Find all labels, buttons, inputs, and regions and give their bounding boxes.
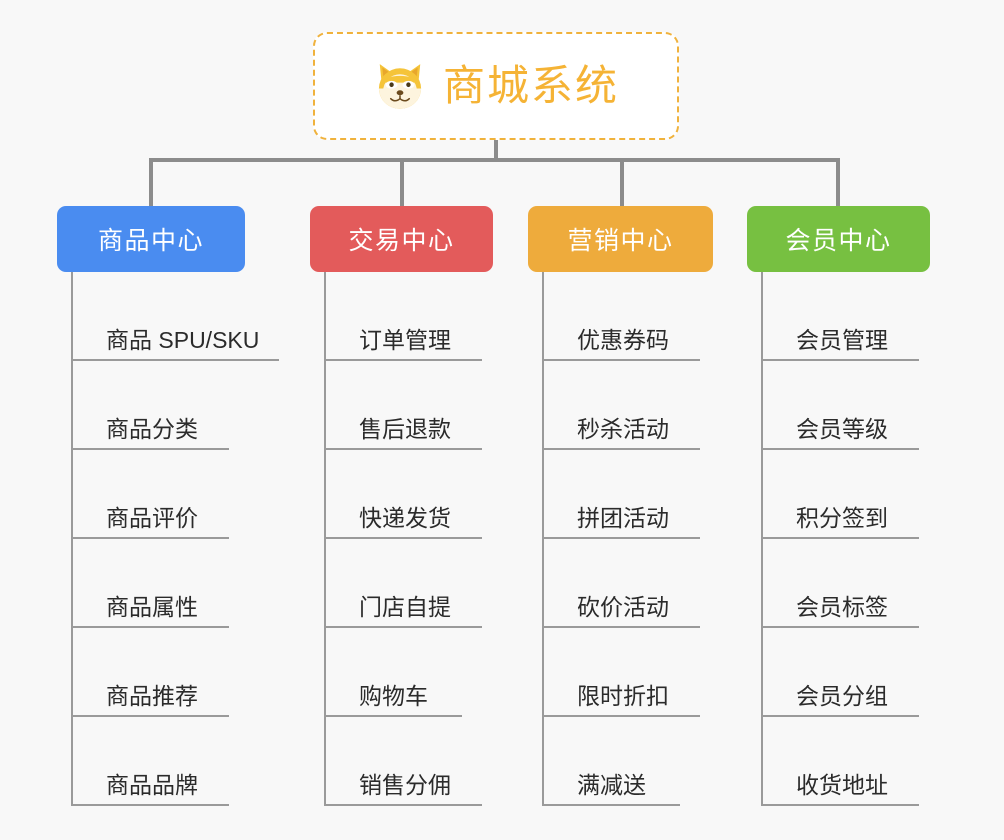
leaf-label: 售后退款	[359, 415, 451, 442]
branch-member-center: 会员中心 会员管理 会员等级 积分签到 会员标签 会员分组 收货地址	[747, 206, 930, 806]
leaf-item[interactable]: 拼团活动	[544, 450, 700, 539]
leaf-label: 砍价活动	[577, 593, 669, 620]
tree-spine-trade-center	[324, 272, 326, 806]
leaf-item[interactable]: 售后退款	[326, 361, 482, 450]
leaf-item[interactable]: 销售分佣	[326, 717, 482, 806]
tree-spine-product-center	[71, 272, 73, 806]
leaf-label: 会员标签	[796, 593, 888, 620]
leaf-item[interactable]: 收货地址	[763, 717, 919, 806]
leaf-label: 订单管理	[359, 326, 451, 353]
leaf-item[interactable]: 购物车	[326, 628, 462, 717]
leaf-list-product-center: 商品 SPU/SKU 商品分类 商品评价 商品属性 商品推荐 商品品牌	[57, 272, 279, 806]
leaf-item[interactable]: 商品评价	[73, 450, 229, 539]
leaf-list-marketing-center: 优惠券码 秒杀活动 拼团活动 砍价活动 限时折扣 满减送	[528, 272, 713, 806]
leaf-item[interactable]: 商品分类	[73, 361, 229, 450]
leaf-item[interactable]: 会员分组	[763, 628, 919, 717]
root-node-content: 商城系统	[373, 59, 619, 113]
connector-drop-marketing-center	[620, 158, 624, 208]
shiba-dog-icon	[378, 64, 422, 109]
leaf-label: 购物车	[359, 682, 428, 709]
branch-trade-center: 交易中心 订单管理 售后退款 快递发货 门店自提 购物车 销售分佣	[310, 206, 493, 806]
leaf-label: 积分签到	[796, 504, 888, 531]
leaf-item[interactable]: 商品 SPU/SKU	[73, 272, 279, 361]
leaf-item[interactable]: 会员标签	[763, 539, 919, 628]
leaf-item[interactable]: 优惠券码	[544, 272, 700, 361]
category-label-member-center: 会员中心	[785, 227, 892, 255]
category-label-trade-center: 交易中心	[348, 227, 455, 255]
leaf-item[interactable]: 会员管理	[763, 272, 919, 361]
leaf-item[interactable]: 商品属性	[73, 539, 229, 628]
leaf-label: 优惠券码	[577, 326, 669, 353]
leaf-item[interactable]: 秒杀活动	[544, 361, 700, 450]
root-node[interactable]: 商城系统	[313, 32, 679, 140]
leaf-label: 商品 SPU/SKU	[106, 326, 260, 353]
leaf-item[interactable]: 商品品牌	[73, 717, 229, 806]
tree-spine-marketing-center	[542, 272, 544, 806]
leaf-item[interactable]: 快递发货	[326, 450, 482, 539]
tree-spine-member-center	[761, 272, 763, 806]
branch-product-center: 商品中心 商品 SPU/SKU 商品分类 商品评价 商品属性 商品推荐 商品品牌	[57, 206, 279, 806]
leaf-item[interactable]: 限时折扣	[544, 628, 700, 717]
leaf-label: 限时折扣	[577, 682, 669, 709]
category-box-product-center[interactable]: 商品中心	[57, 206, 245, 272]
category-label-marketing-center: 营销中心	[567, 227, 674, 255]
leaf-label: 商品分类	[106, 415, 198, 442]
connector-drop-product-center	[149, 158, 153, 208]
leaf-label: 收货地址	[796, 771, 888, 798]
leaf-label: 商品评价	[106, 504, 198, 531]
leaf-label: 会员等级	[796, 415, 888, 442]
leaf-item[interactable]: 会员等级	[763, 361, 919, 450]
connector-drop-member-center	[836, 158, 840, 208]
root-title: 商城系统	[442, 62, 619, 109]
leaf-item[interactable]: 积分签到	[763, 450, 919, 539]
leaf-item[interactable]: 门店自提	[326, 539, 482, 628]
leaf-list-trade-center: 订单管理 售后退款 快递发货 门店自提 购物车 销售分佣	[310, 272, 493, 806]
branch-marketing-center: 营销中心 优惠券码 秒杀活动 拼团活动 砍价活动 限时折扣 满减送	[528, 206, 713, 806]
leaf-list-member-center: 会员管理 会员等级 积分签到 会员标签 会员分组 收货地址	[747, 272, 930, 806]
leaf-label: 会员分组	[796, 682, 888, 709]
leaf-item[interactable]: 砍价活动	[544, 539, 700, 628]
leaf-item[interactable]: 订单管理	[326, 272, 482, 361]
leaf-label: 商品推荐	[106, 682, 198, 709]
leaf-label: 拼团活动	[577, 504, 669, 531]
leaf-label: 商品属性	[106, 593, 198, 620]
category-label-product-center: 商品中心	[97, 227, 204, 255]
leaf-label: 会员管理	[796, 326, 888, 353]
connector-drop-trade-center	[400, 158, 404, 208]
connector-horizontal-bus	[149, 158, 840, 162]
leaf-item[interactable]: 商品推荐	[73, 628, 229, 717]
connector-root-stem	[494, 140, 498, 160]
category-box-trade-center[interactable]: 交易中心	[310, 206, 493, 272]
category-box-member-center[interactable]: 会员中心	[747, 206, 930, 272]
leaf-label: 销售分佣	[359, 771, 451, 798]
leaf-item[interactable]: 满减送	[544, 717, 680, 806]
category-box-marketing-center[interactable]: 营销中心	[528, 206, 713, 272]
leaf-label: 商品品牌	[106, 771, 198, 798]
leaf-label: 秒杀活动	[577, 415, 669, 442]
leaf-label: 满减送	[577, 771, 646, 798]
leaf-label: 快递发货	[359, 504, 451, 531]
leaf-label: 门店自提	[359, 593, 451, 620]
